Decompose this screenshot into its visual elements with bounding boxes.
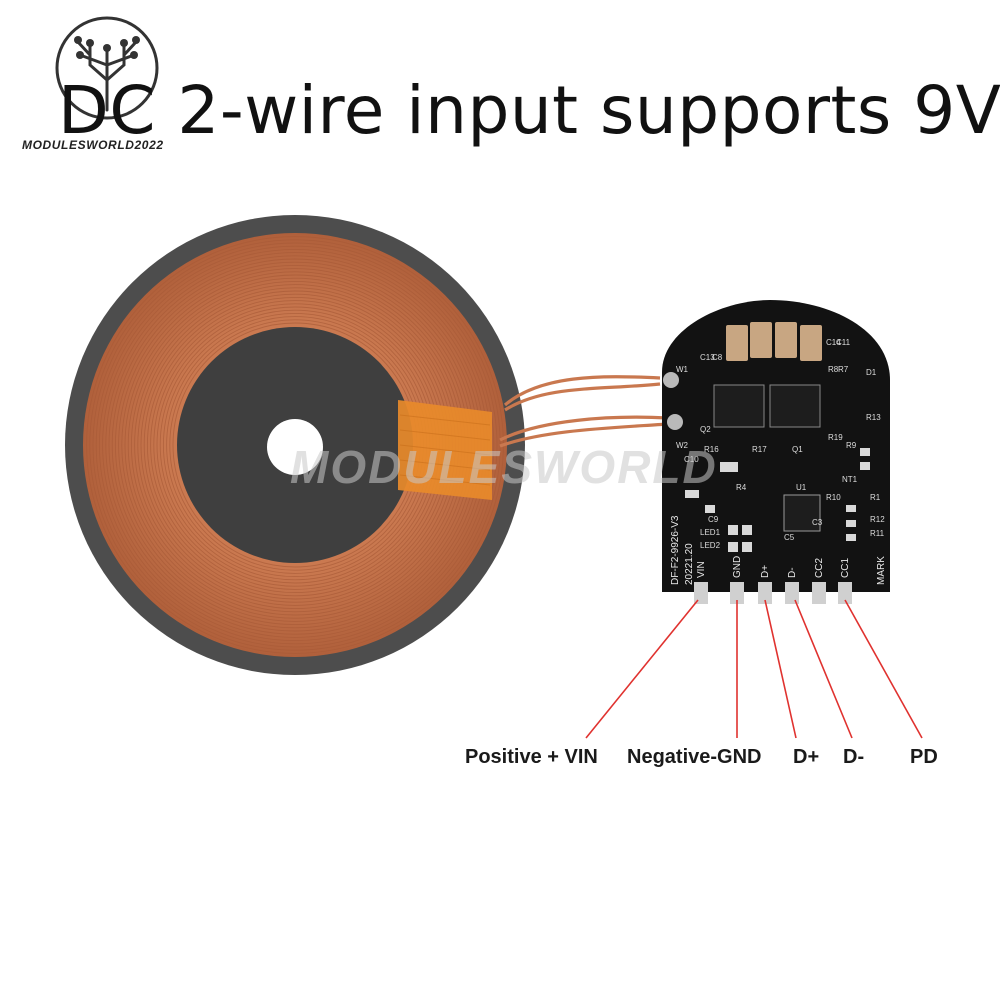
component-label: C11 — [836, 338, 851, 347]
pcb-board — [662, 300, 890, 592]
component-label: R7 — [838, 365, 849, 374]
component-label: Q2 — [700, 425, 711, 434]
pin-code-text: GND — [732, 556, 743, 578]
component-label: R1 — [870, 493, 881, 502]
pin-label-dplus: D+ — [793, 746, 820, 768]
component-label: R11 — [870, 529, 885, 538]
component-label: C13 — [700, 353, 715, 362]
pin-label-vin: Positive + VIN — [465, 746, 598, 768]
component-label: R9 — [846, 441, 857, 450]
coil-leads — [499, 375, 669, 448]
component-label: R17 — [752, 445, 767, 454]
brand-logo — [55, 16, 159, 120]
brand-text: MODULESWORLD2022 — [22, 138, 164, 152]
component-label: R12 — [870, 515, 885, 524]
component-label: C8 — [712, 353, 723, 362]
component-label: D1 — [866, 368, 877, 377]
pin-code-text: CC2 — [814, 558, 825, 578]
component-label: Q1 — [792, 445, 803, 454]
pcb-date-text: 20221.20 — [684, 543, 695, 585]
pcb-mark-text: MARK — [876, 556, 887, 585]
component-label: R19 — [828, 433, 843, 442]
pin-code-text: VIN — [696, 561, 707, 578]
component-label: C3 — [812, 518, 823, 527]
leader-lines — [585, 599, 923, 739]
component-label: W1 — [676, 365, 689, 374]
component-label: U1 — [796, 483, 807, 492]
page-title: DC 2-wire input supports 9V — [58, 72, 1000, 149]
controller-ic — [783, 494, 821, 532]
component-label: R10 — [826, 493, 841, 502]
component-label: C5 — [784, 533, 795, 542]
component-label: C9 — [708, 515, 719, 524]
component-label: R4 — [736, 483, 747, 492]
component-label: LED1 — [700, 528, 721, 537]
watermark-text: MODULESWORLD — [290, 441, 718, 493]
pin-label-gnd: Negative-GND — [627, 746, 762, 768]
component-label: LED2 — [700, 541, 721, 550]
center-hole — [267, 419, 323, 475]
pin-code-text: D+ — [760, 565, 771, 578]
pin-code-text: CC1 — [840, 558, 851, 578]
capacitors — [726, 322, 822, 361]
pcb-id-text: DF-F2-9926-V3 — [670, 515, 681, 585]
pin-pads — [694, 582, 852, 604]
component-label: C14 — [826, 338, 841, 347]
component-label: NT1 — [842, 475, 858, 484]
component-label: C10 — [684, 455, 699, 464]
component-label: R16 — [704, 445, 719, 454]
pin-label-dminus: D- — [843, 746, 865, 768]
mosfets — [713, 384, 821, 428]
pin-label-pd: PD — [910, 746, 938, 768]
component-label: R13 — [866, 413, 881, 422]
component-label: W2 — [676, 441, 689, 450]
component-label: R8 — [828, 365, 839, 374]
pin-code-text: D- — [787, 567, 798, 578]
